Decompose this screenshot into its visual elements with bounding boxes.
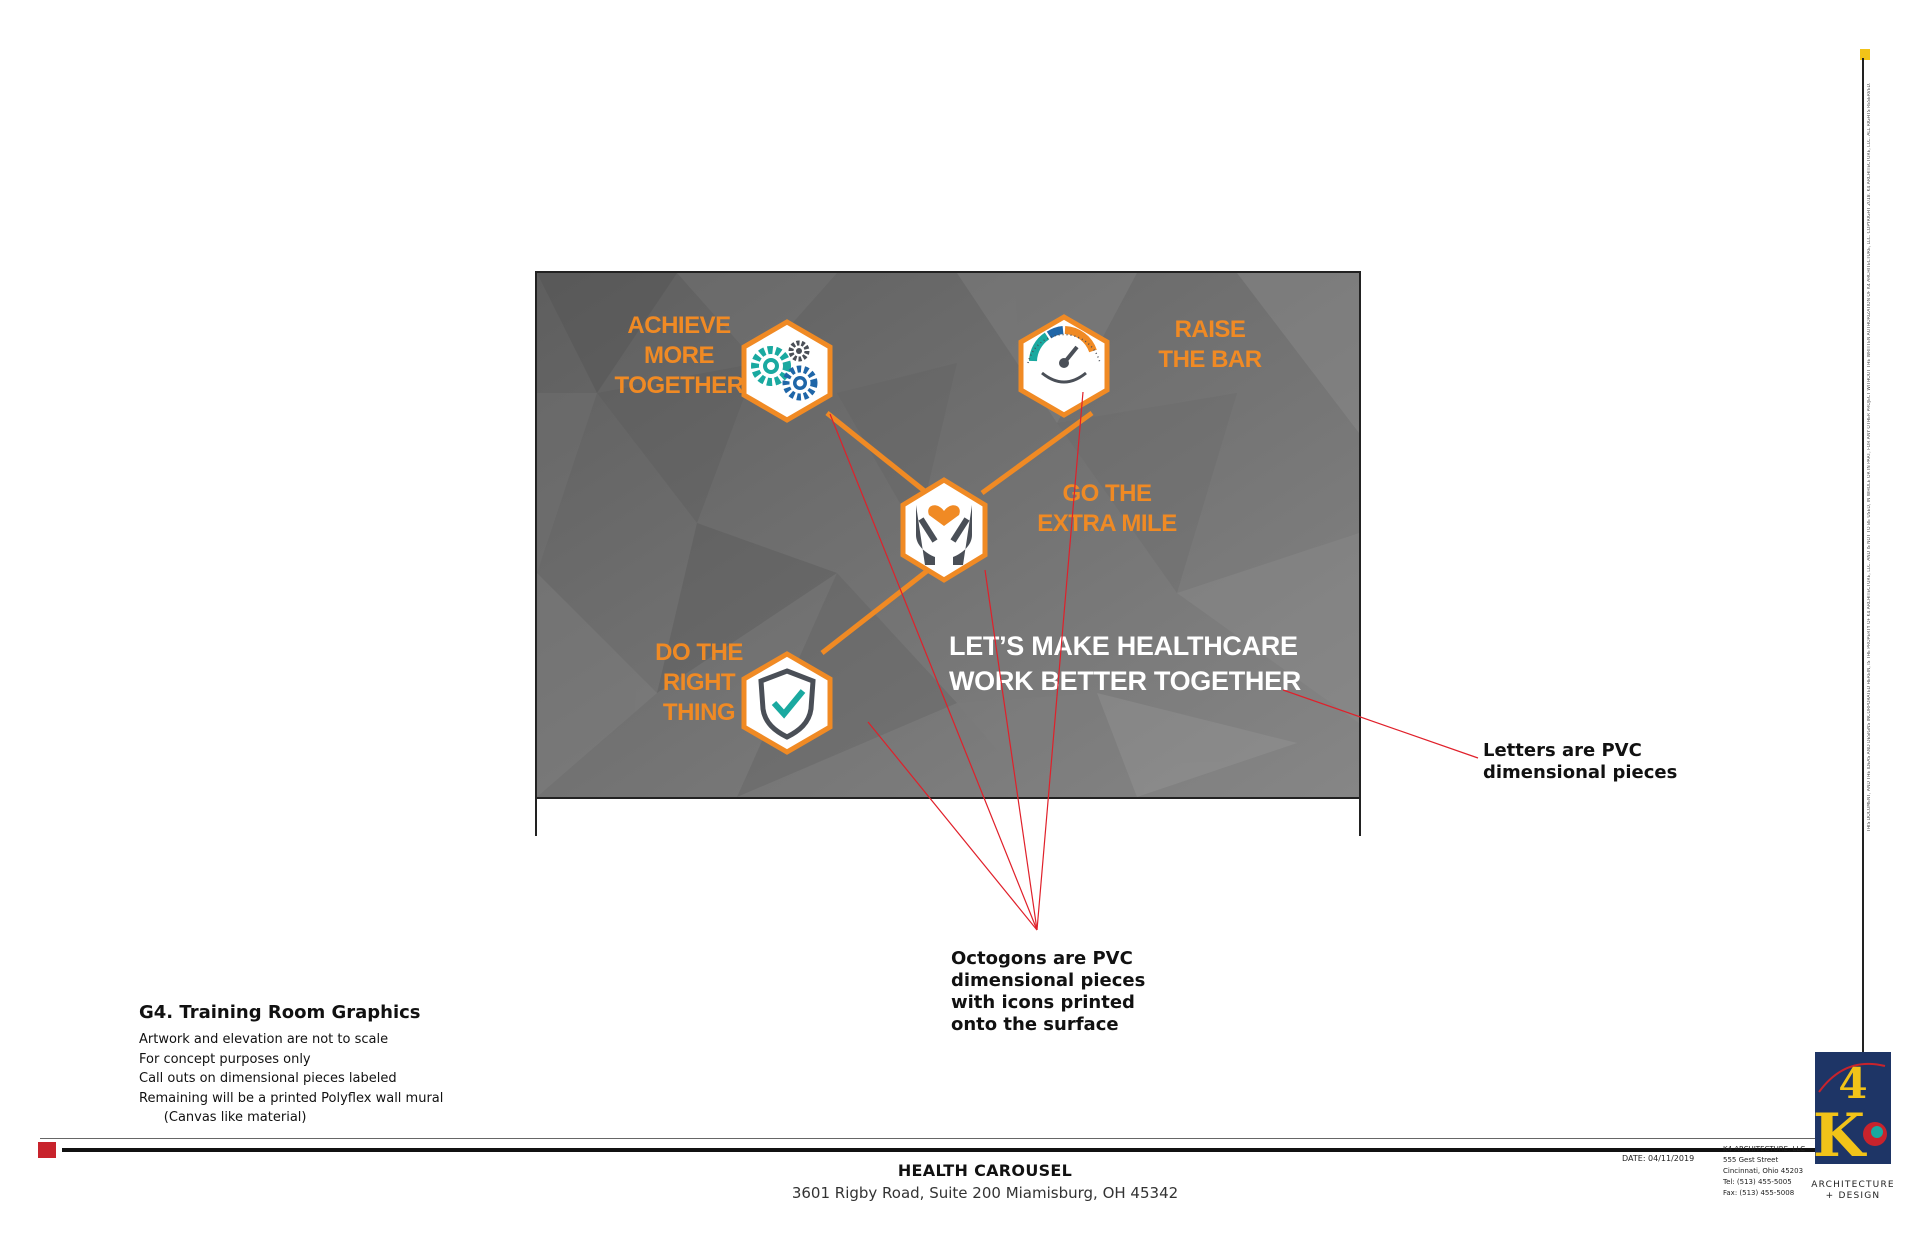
firm-fax: Fax: (513) 455-5008 xyxy=(1723,1189,1795,1197)
caring-hands-icon xyxy=(916,505,972,565)
gears-icon xyxy=(751,340,818,401)
firm-street: 555 Gest Street xyxy=(1723,1156,1779,1164)
red-square-marker xyxy=(38,1142,56,1158)
k4-logo: 4 K xyxy=(1815,1052,1891,1164)
svg-text:K: K xyxy=(1815,1101,1867,1164)
gauge-icon xyxy=(1027,326,1101,384)
yellow-marker xyxy=(1860,49,1870,60)
firm-tel: Tel: (513) 455-5005 xyxy=(1723,1178,1792,1186)
note-line: Artwork and elevation are not to scale xyxy=(139,1032,389,1047)
project-address: 3601 Rigby Road, Suite 200 Miamisburg, O… xyxy=(791,1184,1179,1202)
title-block-rule xyxy=(62,1148,1824,1152)
note-line: Remaining will be a printed Polyflex wal… xyxy=(139,1090,444,1106)
title-block-rule-thin xyxy=(40,1138,1825,1139)
firm-info: K4 ARCHITECTURE, LLC 555 Gest Street Cin… xyxy=(1723,1144,1805,1199)
firm-name: K4 ARCHITECTURE, LLC xyxy=(1723,1145,1806,1153)
shield-check-icon xyxy=(758,668,816,740)
note-line: Call outs on dimensional pieces labeled xyxy=(139,1071,397,1086)
mural-artwork: ACHIEVE MORE TOGETHER RAISE THE BAR GO T… xyxy=(537,273,1359,797)
notes-list: Artwork and elevation are not to scale F… xyxy=(139,1030,443,1128)
copyright-disclaimer: THIS DOCUMENT, AND THE IDEAS AND DESIGNS… xyxy=(1867,82,1872,832)
callout-octogons: Octogons are PVC dimensional pieces with… xyxy=(951,948,1146,1035)
value-label-extra: GO THE EXTRA MILE xyxy=(1037,480,1177,537)
note-line: For concept purposes only xyxy=(139,1051,311,1067)
right-border-rule xyxy=(1862,58,1864,1138)
sheet-title: G4. Training Room Graphics xyxy=(139,1002,421,1023)
mural-base-strip xyxy=(537,797,1359,836)
firm-city: Cincinnati, Ohio 45203 xyxy=(1723,1167,1804,1175)
mural-headline: LET’S MAKE HEALTHCARE WORK BETTER TOGETH… xyxy=(949,631,1302,696)
mural-graphic xyxy=(537,273,1359,797)
value-label-achieve: ACHIEVE MORE TOGETHER xyxy=(614,312,744,399)
project-name: HEALTH CAROUSEL xyxy=(897,1161,1073,1180)
mural-elevation: ACHIEVE MORE TOGETHER RAISE THE BAR GO T… xyxy=(535,271,1361,836)
callout-letters: Letters are PVC dimensional pieces xyxy=(1483,740,1678,783)
sheet-date: DATE: 04/11/2019 xyxy=(1622,1154,1695,1163)
note-line: (Canvas like material) xyxy=(139,1110,307,1125)
value-label-right: DO THE RIGHT THING xyxy=(655,639,743,726)
logo-caption: ARCHITECTURE + DESIGN xyxy=(1811,1180,1895,1201)
value-label-raise: RAISE THE BAR xyxy=(1158,316,1262,373)
connector-lines xyxy=(820,410,1094,655)
svg-text:4: 4 xyxy=(1838,1059,1867,1108)
k4-logo-mark: 4 K xyxy=(1815,1052,1891,1164)
